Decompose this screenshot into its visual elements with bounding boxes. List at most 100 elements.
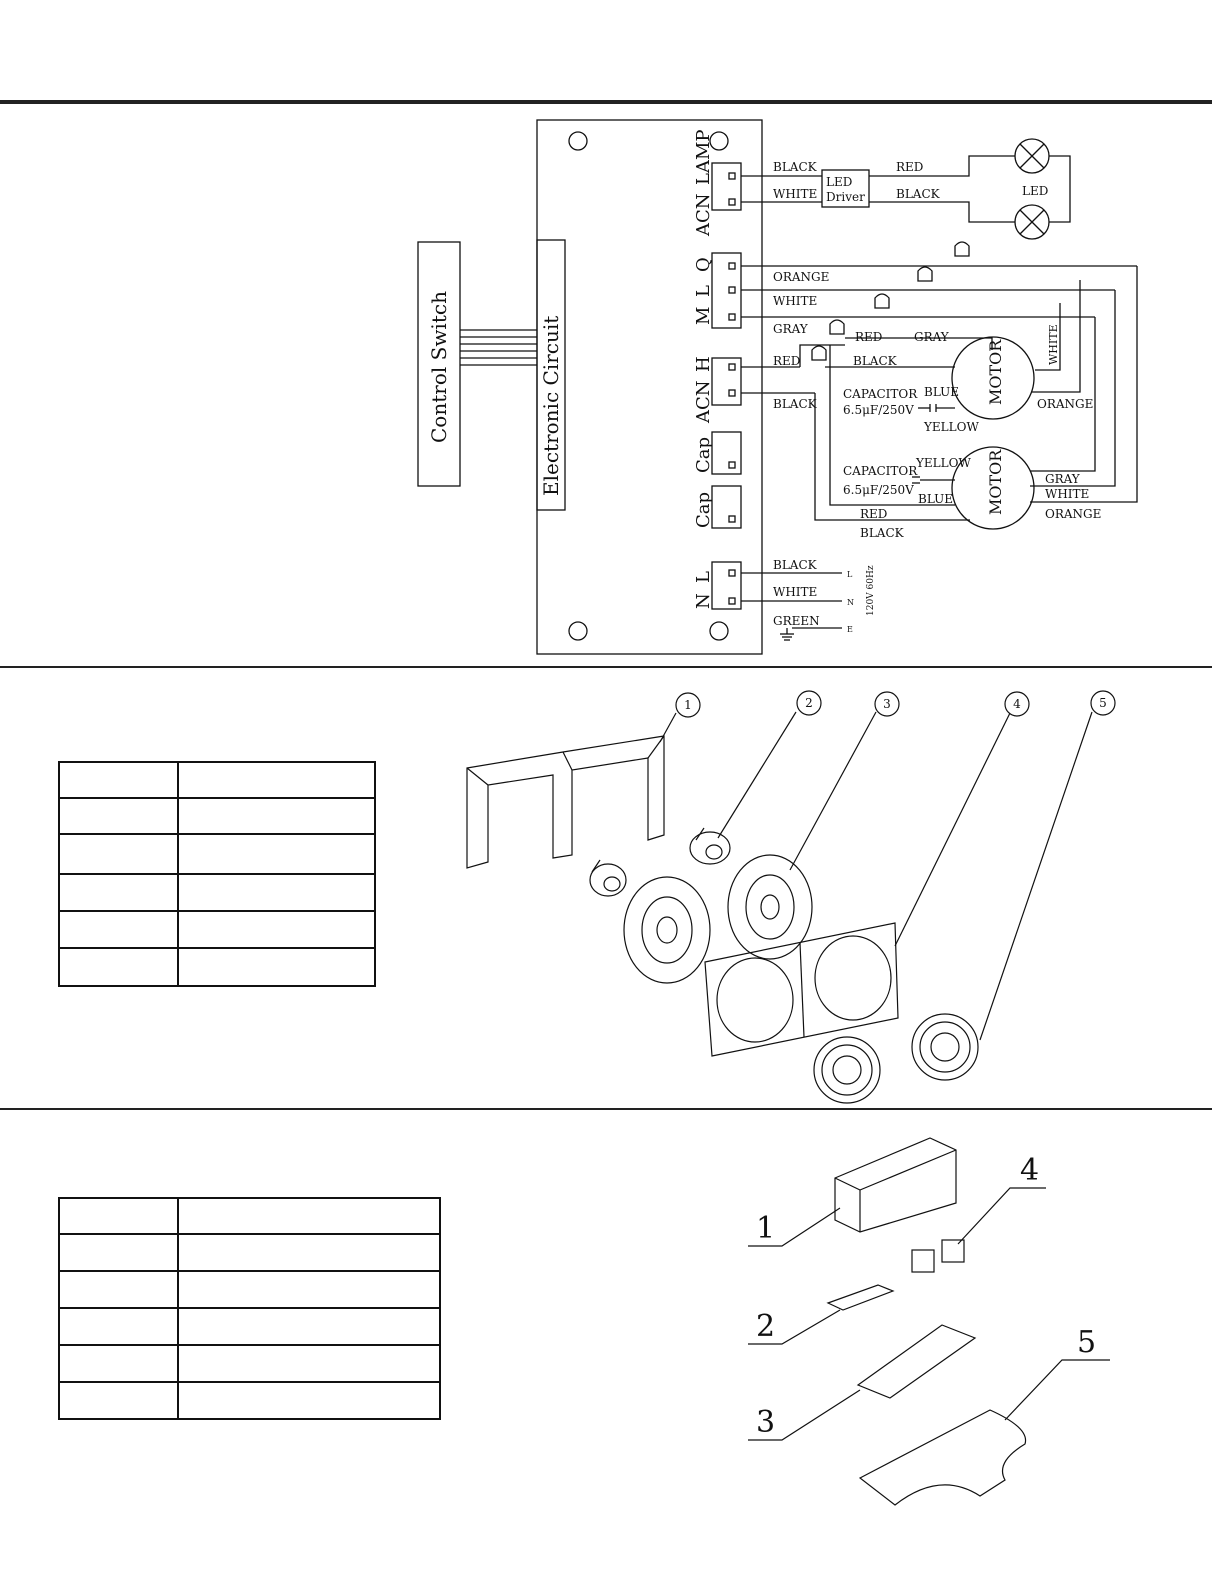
wire-black-5: BLACK [773,558,818,572]
callout-3: 3 [883,697,891,711]
parts-table-blower [58,761,376,987]
wire-black-1: BLACK [773,160,818,174]
pin-q: Q [693,257,714,272]
wire-blue-2: BLUE [918,492,953,506]
capacitor-b [941,1239,965,1263]
connector-lamp [711,162,742,211]
callout-4-circle [1004,691,1030,717]
parts-table-electrical [58,1197,441,1420]
pin-acn-2: ACN [693,380,714,424]
capacitor-a [911,1249,935,1273]
motor-2 [951,446,1035,530]
control-switch-label: Control Switch [427,291,451,443]
ribbon-cable [460,329,537,366]
cover-plate [858,1409,1027,1506]
capacitor-2-label: CAPACITOR [843,464,918,478]
wire-yellow-2: YELLOW [915,456,971,470]
pin-cap-2: Cap [693,492,714,528]
wire-orange: ORANGE [773,270,829,284]
wire-white-3: WHITE [1045,487,1089,501]
wire-black-3: BLACK [773,397,818,411]
blower-wheel-left [623,876,711,984]
grille-left [813,1036,881,1104]
pin-m: M [693,307,714,325]
pin-h: H [693,356,714,372]
mounting-plate [704,922,899,1057]
callout-1: 1 [684,698,692,712]
wire-white-vertical: WHITE [1047,324,1060,365]
wiring-diagram: Control Switch Electronic Circuit LAMP A… [417,119,1138,655]
terminal-n: N [847,598,854,607]
wire-orange-2: ORANGE [1037,397,1093,411]
callout-e1: 1 [756,1211,775,1246]
connector-cap-1 [711,431,742,475]
wire-gray: GRAY [773,322,809,336]
callout-3-circle [874,691,900,717]
wire-black-out: BLACK [896,187,941,201]
wire-white-5: WHITE [773,585,817,599]
motor-left [589,863,627,897]
mount-hole-bl [568,621,588,641]
wire-gray-3: GRAY [1045,472,1081,486]
motor-right [689,831,731,865]
pin-l: L [693,285,714,297]
callout-e2: 2 [756,1309,775,1344]
wire-blue-1: BLUE [924,385,959,399]
capacitor-1-rating: 6.5μF/250V [843,403,914,417]
connector-h [711,357,742,406]
section-divider-1 [0,666,1212,668]
wire-nut-2 [917,266,933,282]
motor-1-label: MOTOR [986,339,1005,405]
callout-e3: 3 [756,1405,775,1440]
callout-2: 2 [805,696,813,710]
callout-5: 5 [1099,696,1107,710]
wire-yellow-1: YELLOW [923,420,979,434]
wire-red-2: RED [855,330,882,344]
wire-gray-2: GRAY [914,330,950,344]
callout-4: 4 [1013,697,1021,711]
wire-white-1: WHITE [773,187,817,201]
led-driver-label-2: Driver [826,190,865,204]
pin-lamp: LAMP [693,130,714,186]
main-board [536,119,763,655]
wire-orange-3: ORANGE [1045,507,1101,521]
wire-red-4: RED [860,507,887,521]
terminal-l: L [847,570,853,579]
led-label: LED [1022,184,1048,198]
control-switch-box [417,241,461,487]
wire-nut-1 [954,241,970,257]
wire-green: GREEN [773,614,820,628]
pin-nl-l: L [693,571,714,583]
pin-acn-1: ACN [693,193,714,237]
mount-hole-tl [568,131,588,151]
callout-5-circle [1090,690,1116,716]
electrical-assembly [748,1137,1110,1506]
wire-black-2: BLACK [853,354,898,368]
callout-e4: 4 [1020,1153,1039,1188]
connector-cap-2 [711,485,742,529]
blower-assembly [466,690,1116,1104]
top-rule [0,100,1212,104]
callout-e5: 5 [1077,1325,1096,1360]
grille-right [911,1013,979,1081]
wire-red-3: RED [773,354,800,368]
callout-1-circle [675,692,701,718]
wire-black-4: BLACK [860,526,905,540]
wire-white-2: WHITE [773,294,817,308]
switch-board [826,1284,895,1311]
wire-nut-4 [829,319,845,335]
housing-frame [466,735,665,869]
wire-red-out: RED [896,160,923,174]
motor-1 [951,336,1035,420]
terminal-e: E [847,625,853,634]
callout-2-circle [796,690,822,716]
motor-2-label: MOTOR [986,449,1005,515]
control-board [856,1324,977,1399]
wire-nut-3 [874,293,890,309]
section-divider-2 [0,1108,1212,1110]
led-driver-label-1: LED [826,175,852,189]
capacitor-2-rating: 6.5μF/250V [843,483,914,497]
led-driver-box [821,169,870,208]
electronic-circuit-label: Electronic Circuit [539,316,563,496]
